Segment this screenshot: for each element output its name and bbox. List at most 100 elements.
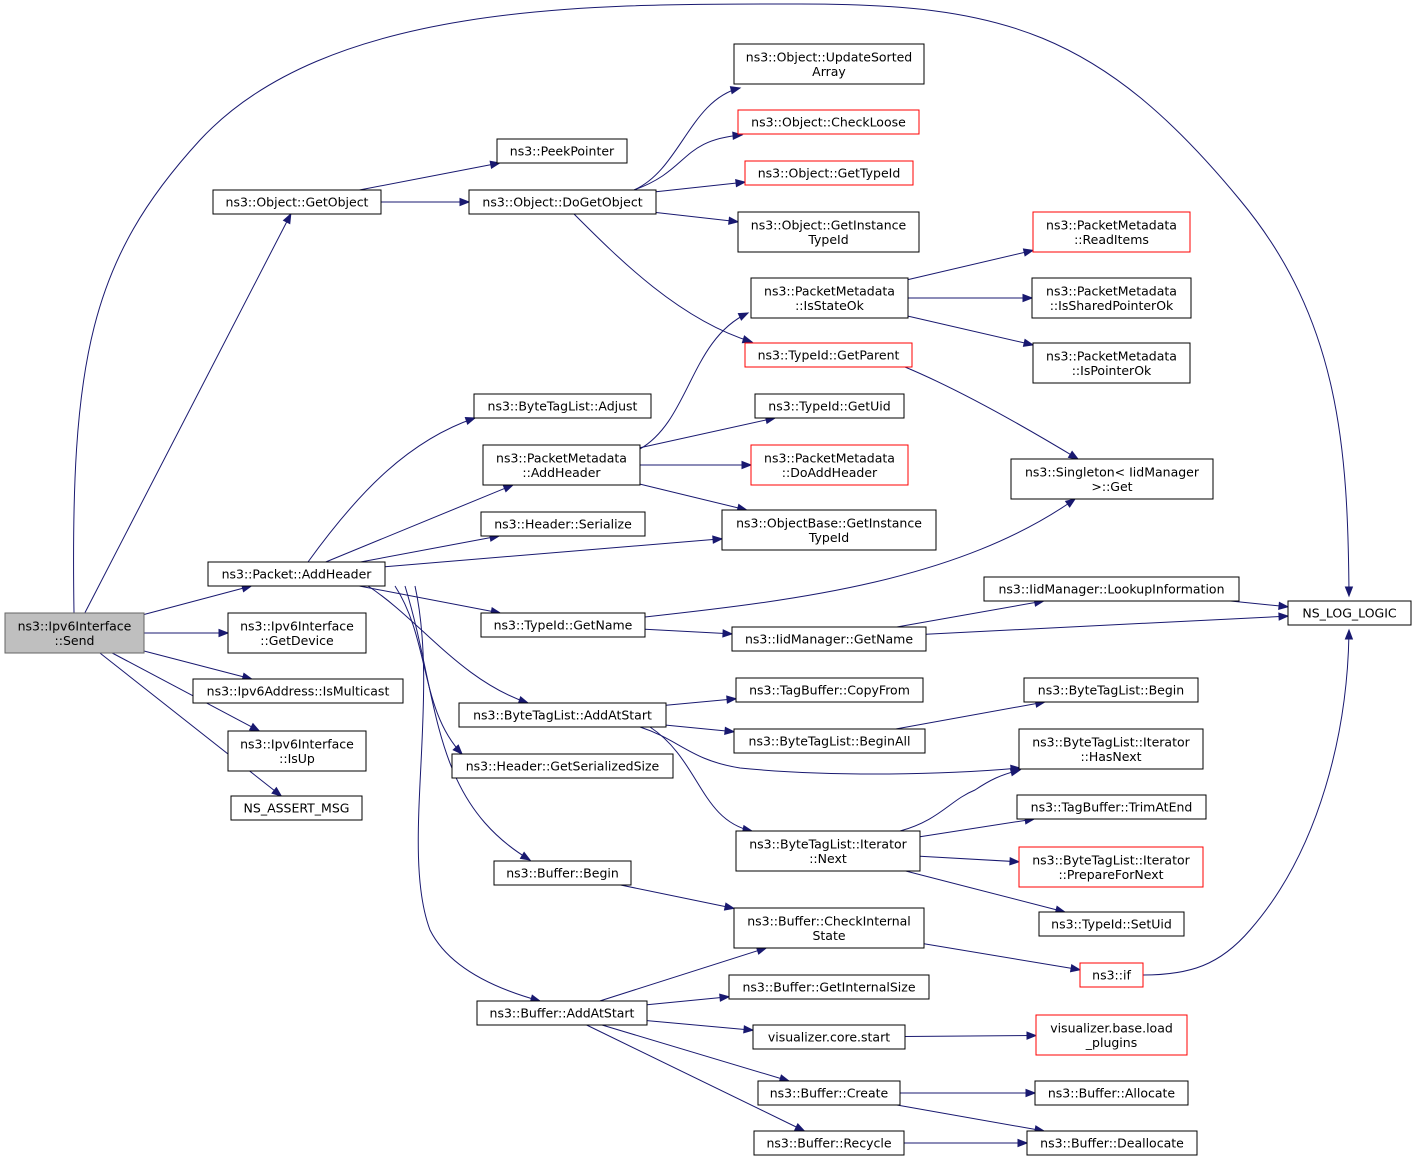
- node-isup[interactable]: ns3::Ipv6Interface::IsUp: [227, 730, 367, 772]
- node-isstateok[interactable]: ns3::PacketMetadata::IsStateOk: [750, 277, 909, 319]
- node-buf_create[interactable]: ns3::Buffer::Create: [757, 1080, 901, 1106]
- node-box[interactable]: [1035, 1014, 1188, 1056]
- node-box[interactable]: [496, 138, 628, 164]
- node-ispointerok[interactable]: ns3::PacketMetadata::IsPointerOk: [1032, 342, 1191, 384]
- node-box[interactable]: [731, 626, 927, 652]
- node-buf_addatstart[interactable]: ns3::Buffer::AddAtStart: [476, 1000, 648, 1026]
- node-preparefornext[interactable]: ns3::ByteTagList::Iterator::PrepareForNe…: [1018, 846, 1204, 888]
- node-box[interactable]: [753, 1130, 905, 1156]
- node-box[interactable]: [1034, 1080, 1189, 1106]
- node-box[interactable]: [754, 393, 905, 419]
- node-btl_addatstart[interactable]: ns3::ByteTagList::AddAtStart: [458, 702, 667, 728]
- node-box[interactable]: [473, 393, 652, 419]
- node-hasnext[interactable]: ns3::ByteTagList::Iterator::HasNext: [1018, 728, 1204, 770]
- node-box[interactable]: [721, 509, 937, 551]
- node-box[interactable]: [493, 860, 632, 886]
- node-ismulticast[interactable]: ns3::Ipv6Address::IsMulticast: [192, 678, 404, 704]
- node-box[interactable]: [482, 444, 641, 486]
- node-box[interactable]: [451, 753, 674, 779]
- node-box[interactable]: [4, 612, 145, 654]
- node-getparent[interactable]: ns3::TypeId::GetParent: [744, 342, 913, 368]
- node-setuid[interactable]: ns3::TypeId::SetUid: [1038, 911, 1185, 937]
- node-iid_getname[interactable]: ns3::IidManager::GetName: [731, 626, 927, 652]
- node-box[interactable]: [733, 43, 925, 85]
- node-box[interactable]: [733, 907, 925, 949]
- node-box[interactable]: [1031, 277, 1192, 319]
- node-box[interactable]: [230, 795, 363, 821]
- node-box[interactable]: [227, 730, 367, 772]
- node-box[interactable]: [1010, 458, 1214, 500]
- node-box[interactable]: [476, 1000, 648, 1026]
- node-buf_begin[interactable]: ns3::Buffer::Begin: [493, 860, 632, 886]
- node-box[interactable]: [744, 160, 914, 186]
- node-buf_deallocate[interactable]: ns3::Buffer::Deallocate: [1026, 1130, 1198, 1156]
- node-issharedpointerok[interactable]: ns3::PacketMetadata::IsSharedPointerOk: [1031, 277, 1192, 319]
- node-packet_addheader[interactable]: ns3::Packet::AddHeader: [207, 561, 386, 587]
- node-box[interactable]: [1018, 846, 1204, 888]
- node-iter_next[interactable]: ns3::ByteTagList::Iterator::Next: [735, 830, 921, 872]
- node-readitems[interactable]: ns3::PacketMetadata::ReadItems: [1032, 211, 1191, 253]
- node-box[interactable]: [212, 189, 382, 215]
- node-box[interactable]: [750, 277, 909, 319]
- node-box[interactable]: [1026, 1130, 1198, 1156]
- node-box[interactable]: [480, 511, 646, 537]
- node-box[interactable]: [752, 1024, 906, 1050]
- node-box[interactable]: [744, 342, 913, 368]
- node-lookupinfo[interactable]: ns3::IidManager::LookupInformation: [983, 576, 1240, 602]
- node-box[interactable]: [735, 830, 921, 872]
- node-ns3_if[interactable]: ns3::if: [1079, 962, 1144, 988]
- node-box[interactable]: [480, 612, 646, 638]
- node-ns_log_logic[interactable]: NS_LOG_LOGIC: [1287, 600, 1412, 626]
- node-box[interactable]: [1032, 342, 1191, 384]
- node-copyfrom[interactable]: ns3::TagBuffer::CopyFrom: [735, 677, 924, 703]
- node-peekpointer[interactable]: ns3::PeekPointer: [496, 138, 628, 164]
- node-box[interactable]: [1079, 962, 1144, 988]
- node-doaddheader[interactable]: ns3::PacketMetadata::DoAddHeader: [750, 444, 909, 486]
- node-typeid_getname[interactable]: ns3::TypeId::GetName: [480, 612, 646, 638]
- node-box[interactable]: [192, 678, 404, 704]
- node-trimatend[interactable]: ns3::TagBuffer::TrimAtEnd: [1016, 794, 1207, 820]
- node-btl_begin[interactable]: ns3::ByteTagList::Begin: [1023, 677, 1199, 703]
- node-serialize[interactable]: ns3::Header::Serialize: [480, 511, 646, 537]
- node-obj_gettypeid[interactable]: ns3::Object::GetTypeId: [744, 160, 914, 186]
- node-box[interactable]: [1016, 794, 1207, 820]
- node-getobject[interactable]: ns3::Object::GetObject: [212, 189, 382, 215]
- node-box[interactable]: [1023, 677, 1199, 703]
- node-getuid[interactable]: ns3::TypeId::GetUid: [754, 393, 905, 419]
- node-box[interactable]: [737, 211, 920, 253]
- node-viz_start[interactable]: visualizer.core.start: [752, 1024, 906, 1050]
- node-box[interactable]: [737, 109, 920, 135]
- node-box[interactable]: [207, 561, 386, 587]
- node-dogetobject[interactable]: ns3::Object::DoGetObject: [468, 189, 657, 215]
- node-getserializedsize[interactable]: ns3::Header::GetSerializedSize: [451, 753, 674, 779]
- node-box[interactable]: [750, 444, 909, 486]
- node-send[interactable]: ns3::Ipv6Interface::Send: [4, 612, 145, 654]
- node-box[interactable]: [1038, 911, 1185, 937]
- node-checkloose[interactable]: ns3::Object::CheckLoose: [737, 109, 920, 135]
- node-box[interactable]: [1032, 211, 1191, 253]
- node-box[interactable]: [458, 702, 667, 728]
- node-getinternalsize[interactable]: ns3::Buffer::GetInternalSize: [728, 974, 930, 1000]
- node-beginall[interactable]: ns3::ByteTagList::BeginAll: [733, 728, 926, 754]
- node-load_plugins[interactable]: visualizer.base.load_plugins: [1035, 1014, 1188, 1056]
- node-box[interactable]: [468, 189, 657, 215]
- node-box[interactable]: [757, 1080, 901, 1106]
- node-box[interactable]: [983, 576, 1240, 602]
- node-singleton[interactable]: ns3::Singleton< IidManager>::Get: [1010, 458, 1214, 500]
- node-box[interactable]: [1018, 728, 1204, 770]
- node-box[interactable]: [1287, 600, 1412, 626]
- node-buf_allocate[interactable]: ns3::Buffer::Allocate: [1034, 1080, 1189, 1106]
- node-ns_assert_msg[interactable]: NS_ASSERT_MSG: [230, 795, 363, 821]
- node-getdevice[interactable]: ns3::Ipv6Interface::GetDevice: [227, 612, 367, 654]
- node-buf_recycle[interactable]: ns3::Buffer::Recycle: [753, 1130, 905, 1156]
- node-pm_addheader[interactable]: ns3::PacketMetadata::AddHeader: [482, 444, 641, 486]
- node-box[interactable]: [735, 677, 924, 703]
- node-box[interactable]: [728, 974, 930, 1000]
- node-adjust[interactable]: ns3::ByteTagList::Adjust: [473, 393, 652, 419]
- node-box[interactable]: [733, 728, 926, 754]
- node-box[interactable]: [227, 612, 367, 654]
